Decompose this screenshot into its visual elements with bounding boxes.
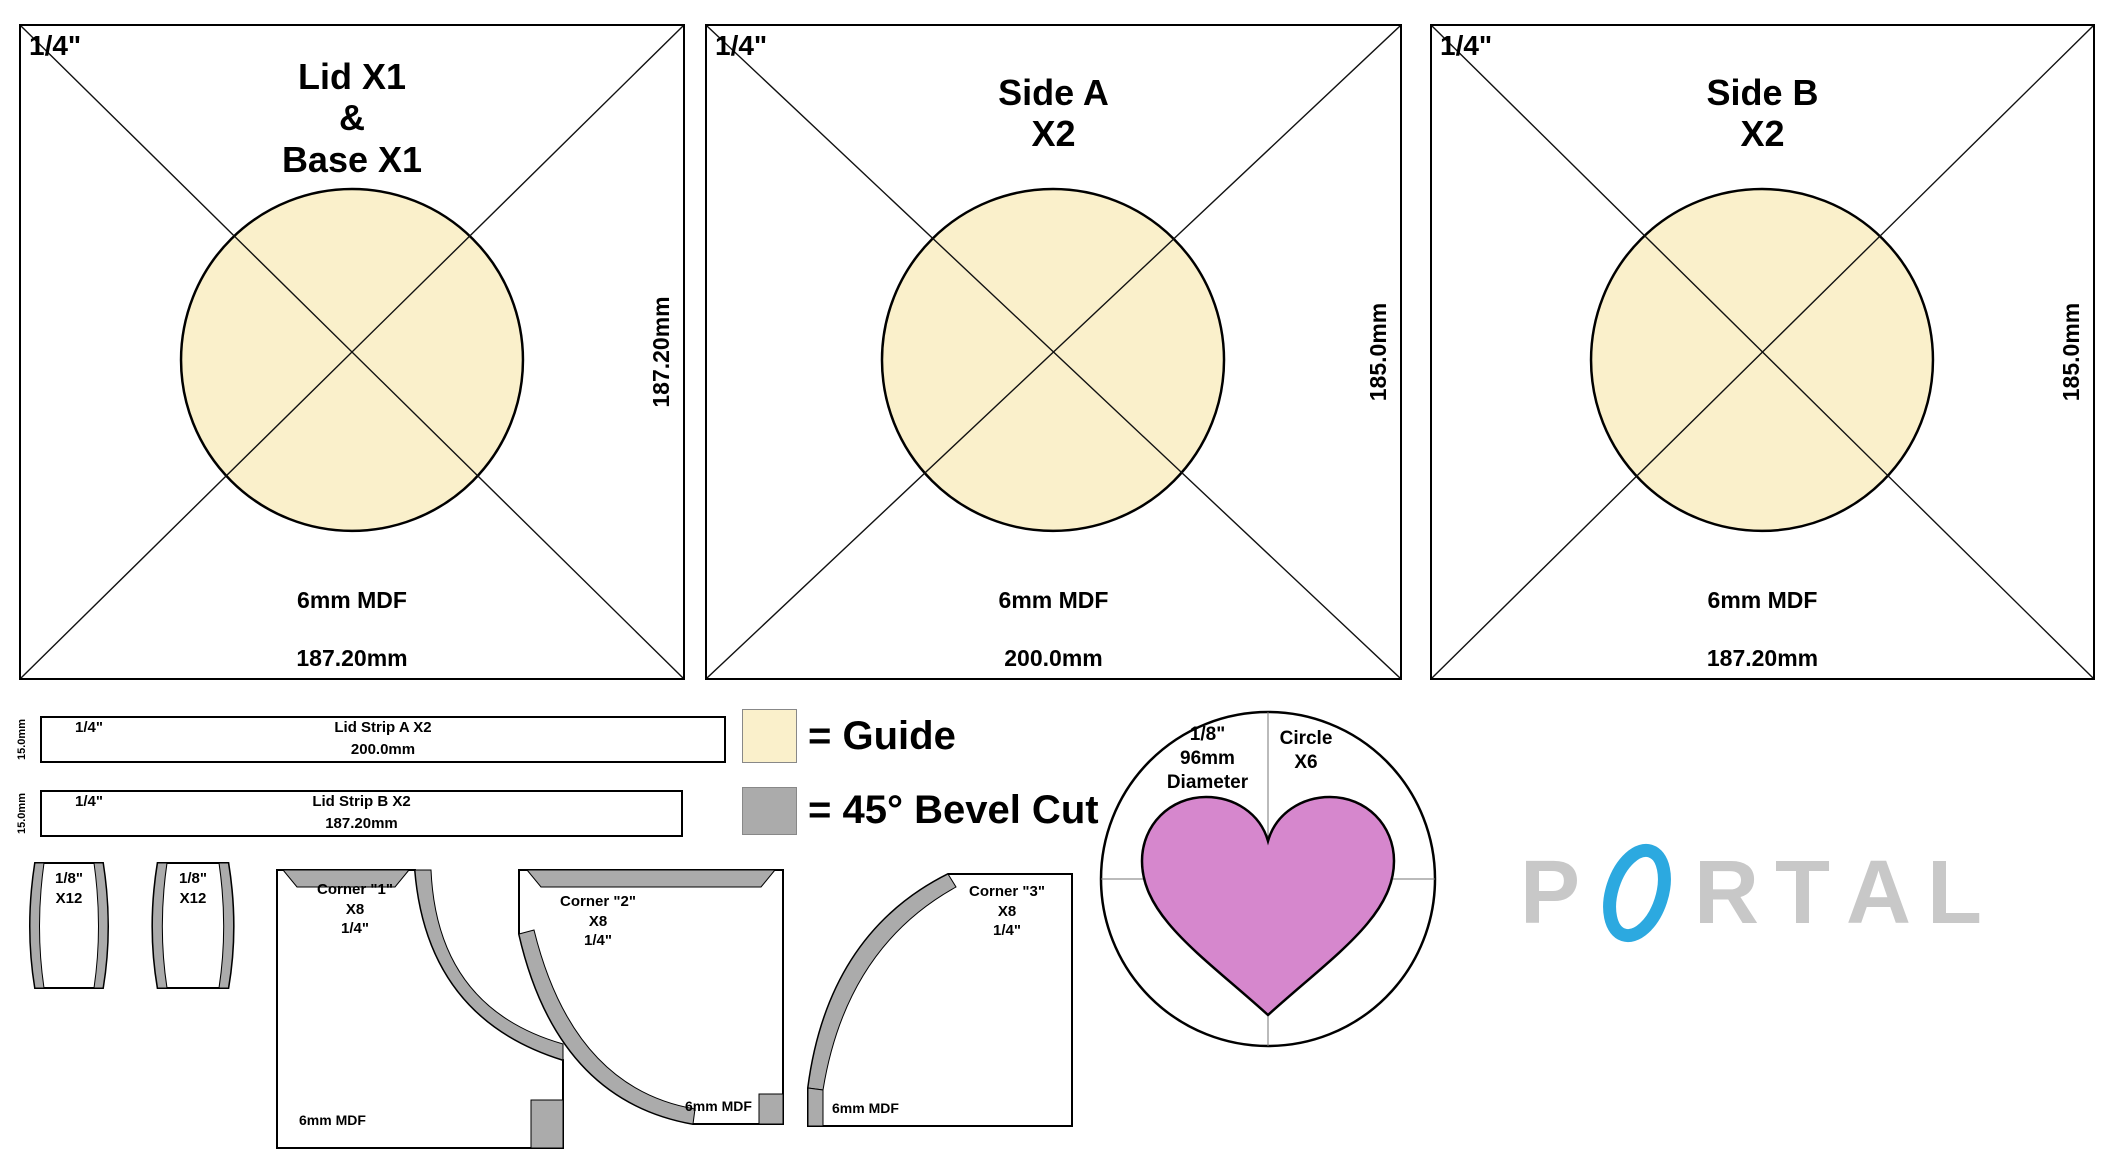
diagonal-line bbox=[21, 26, 683, 678]
corner-piece-1 bbox=[276, 869, 564, 1149]
panel-title-line: X2 bbox=[1740, 113, 1785, 155]
height-dimension: 185.0mm bbox=[1365, 302, 1391, 402]
piece-qty-label: X12 bbox=[55, 889, 83, 907]
logo-letter: A bbox=[1846, 843, 1912, 943]
panel-side-a: 1/4" Side A X2 185.0mm 6mm MDF 200.0mm bbox=[705, 24, 1402, 680]
edge-piece-2-label: 1/8" X12 bbox=[141, 869, 245, 908]
circle-spec-line: Diameter bbox=[1166, 771, 1249, 793]
height-dimension: 187.20mm bbox=[648, 296, 674, 408]
panel-title: Side A X2 bbox=[707, 72, 1400, 155]
strip-name: Lid Strip A X2 bbox=[334, 719, 432, 736]
circle-label-line: X6 bbox=[1294, 751, 1318, 773]
logo-letter: T bbox=[1775, 843, 1831, 943]
piece-qty-label: X12 bbox=[179, 889, 207, 907]
corner-size: 1/4" bbox=[341, 920, 369, 937]
portal-logo: P R T A L bbox=[1520, 842, 1982, 944]
panel-title-line: Side B bbox=[1706, 72, 1819, 113]
strip-height-label: 15.0mm bbox=[16, 793, 28, 834]
corner-3-material: 6mm MDF bbox=[832, 1100, 899, 1116]
legend-bevel-swatch bbox=[742, 787, 797, 835]
panel-side-b: 1/4" Side B X2 185.0mm 6mm MDF 187.20mm bbox=[1430, 24, 2095, 680]
circle-spec-line: 1/8" bbox=[1189, 724, 1226, 745]
guide-circle bbox=[880, 187, 1226, 533]
height-dimension: 185.0mm bbox=[2058, 302, 2084, 402]
diagonal-line bbox=[1432, 26, 2093, 678]
legend-guide-swatch bbox=[742, 709, 797, 763]
logo-letter: L bbox=[1927, 843, 1982, 943]
corner-size: 1/4" bbox=[584, 932, 612, 949]
panel-lid-base: 1/4" Lid X1 & Base X1 187.20mm 6mm MDF 1… bbox=[19, 24, 685, 680]
panel-title-line: & bbox=[339, 97, 365, 139]
piece-size-label: 1/8" bbox=[55, 870, 83, 887]
corner-piece-3 bbox=[807, 873, 1073, 1127]
width-dimension: 187.20mm bbox=[1706, 645, 1819, 671]
legend-guide-label: = Guide bbox=[808, 713, 956, 758]
edge-piece-2 bbox=[151, 862, 235, 989]
corner-name: Corner "3" bbox=[969, 883, 1045, 900]
logo-letter: P bbox=[1520, 843, 1581, 943]
corner-qty: X8 bbox=[997, 902, 1017, 920]
edge-piece-1-label: 1/8" X12 bbox=[19, 869, 119, 908]
edge-piece-1 bbox=[29, 862, 109, 989]
corner-1-title: Corner "1" X8 1/4" bbox=[295, 880, 415, 939]
corner-qty: X8 bbox=[345, 900, 365, 918]
guide-circle bbox=[179, 187, 525, 533]
logo-letter: R bbox=[1694, 843, 1760, 943]
lid-strip-b: 1/4" Lid Strip B X2 187.20mm bbox=[40, 790, 683, 837]
material-label: 6mm MDF bbox=[1707, 587, 1818, 613]
strip-height-label: 15.0mm bbox=[16, 719, 28, 760]
corner-name: Corner "2" bbox=[560, 893, 636, 910]
strip-offset-label: 1/4" bbox=[75, 793, 103, 810]
corner-piece-2 bbox=[518, 869, 784, 1125]
strip-name: Lid Strip B X2 bbox=[312, 793, 411, 810]
panel-title-line: Base X1 bbox=[281, 138, 423, 180]
circle-spec: 1/8" 96mm Diameter bbox=[1150, 723, 1265, 794]
corner-size-label: 1/4" bbox=[29, 30, 82, 61]
material-label: 6mm MDF bbox=[998, 587, 1109, 613]
piece-size-label: 1/8" bbox=[179, 870, 207, 887]
circle-label: Circle X6 bbox=[1262, 727, 1350, 775]
panel-title: Side B X2 bbox=[1432, 72, 2093, 155]
strip-offset-label: 1/4" bbox=[75, 719, 103, 736]
panel-side-b-drawing bbox=[1432, 26, 2093, 678]
panel-lid-base-drawing bbox=[21, 26, 683, 678]
panel-title-line: Side A bbox=[998, 72, 1109, 113]
corner-3-title: Corner "3" X8 1/4" bbox=[952, 882, 1062, 941]
diagonal-line bbox=[707, 26, 1400, 678]
corner-size-label: 1/4" bbox=[1440, 30, 1493, 61]
strip-length-label: 200.0mm bbox=[350, 741, 416, 758]
corner-2-title: Corner "2" X8 1/4" bbox=[543, 892, 653, 951]
lid-strip-a: 1/4" Lid Strip A X2 200.0mm bbox=[40, 716, 726, 763]
circle-spec-line: 96mm bbox=[1180, 747, 1235, 769]
corner-qty: X8 bbox=[588, 912, 608, 930]
legend-bevel-label: = 45° Bevel Cut bbox=[808, 787, 1099, 832]
corner-size-label: 1/4" bbox=[715, 30, 768, 61]
panel-title-line: X2 bbox=[1031, 113, 1076, 155]
guide-circle bbox=[1589, 187, 1935, 533]
material-label: 6mm MDF bbox=[297, 587, 407, 613]
width-dimension: 200.0mm bbox=[1004, 645, 1103, 671]
width-dimension: 187.20mm bbox=[296, 645, 408, 671]
corner-size: 1/4" bbox=[993, 922, 1021, 939]
panel-side-a-drawing bbox=[707, 26, 1400, 678]
circle-template bbox=[1099, 710, 1437, 1048]
corner-name: Corner "1" bbox=[317, 881, 393, 898]
corner-1-material: 6mm MDF bbox=[299, 1112, 366, 1128]
heart-shape bbox=[1140, 795, 1396, 1017]
panel-title: Lid X1 & Base X1 bbox=[21, 56, 683, 180]
panel-title-line: Lid X1 bbox=[297, 56, 407, 97]
strip-length-label: 187.20mm bbox=[325, 815, 398, 832]
portal-ring-icon bbox=[1603, 843, 1671, 943]
circle-label-line: Circle bbox=[1279, 728, 1333, 749]
corner-2-material: 6mm MDF bbox=[685, 1098, 752, 1114]
